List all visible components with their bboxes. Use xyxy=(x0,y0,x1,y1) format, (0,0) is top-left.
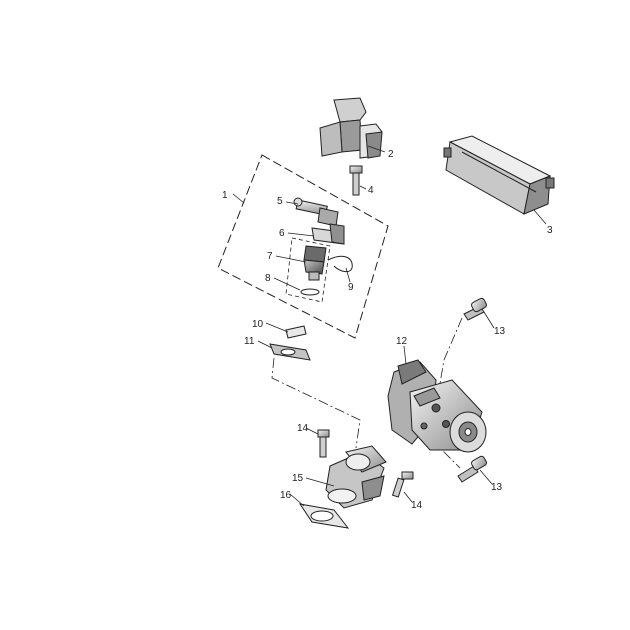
bolt-part-14-left xyxy=(317,429,330,458)
callout-5: 5 xyxy=(277,196,283,207)
callout-4: 4 xyxy=(368,185,374,196)
callout-16: 16 xyxy=(280,490,292,501)
callout-2: 2 xyxy=(388,149,394,160)
injector-part xyxy=(303,245,327,281)
canister-part xyxy=(443,135,555,215)
callout-3: 3 xyxy=(547,225,553,236)
assembly-boundary xyxy=(217,154,389,339)
callout-6: 6 xyxy=(279,228,285,239)
callout-11: 11 xyxy=(244,336,255,347)
bolt-part-13-upper xyxy=(463,297,487,321)
bolt-part-13-lower xyxy=(457,455,487,483)
callout-7: 7 xyxy=(267,251,273,262)
callout-14-right: 14 xyxy=(411,500,423,511)
spacer-part xyxy=(269,343,311,361)
callout-12: 12 xyxy=(396,336,408,347)
leader-lines xyxy=(232,145,547,507)
bolt-part-14-right xyxy=(391,471,414,498)
intake-manifold-part xyxy=(325,445,387,509)
bolt-part-4 xyxy=(349,165,363,196)
alignment-line-left xyxy=(271,357,361,449)
flange-gasket-part xyxy=(298,503,350,529)
bracket-part xyxy=(319,97,383,159)
callout-13-lower: 13 xyxy=(491,482,503,493)
gasket-part-10 xyxy=(285,325,307,339)
callout-15: 15 xyxy=(292,473,304,484)
callout-1: 1 xyxy=(222,190,228,201)
callout-8: 8 xyxy=(265,273,271,284)
callout-13-upper: 13 xyxy=(494,326,506,337)
callout-9: 9 xyxy=(348,282,354,293)
throttle-body-part xyxy=(387,359,487,453)
o-ring-part xyxy=(300,288,320,296)
callout-14-left: 14 xyxy=(297,423,309,434)
retaining-clip-part xyxy=(327,255,353,273)
clip-part-6 xyxy=(311,223,345,245)
callout-10: 10 xyxy=(252,319,264,330)
fuel-rail-part xyxy=(293,197,339,227)
